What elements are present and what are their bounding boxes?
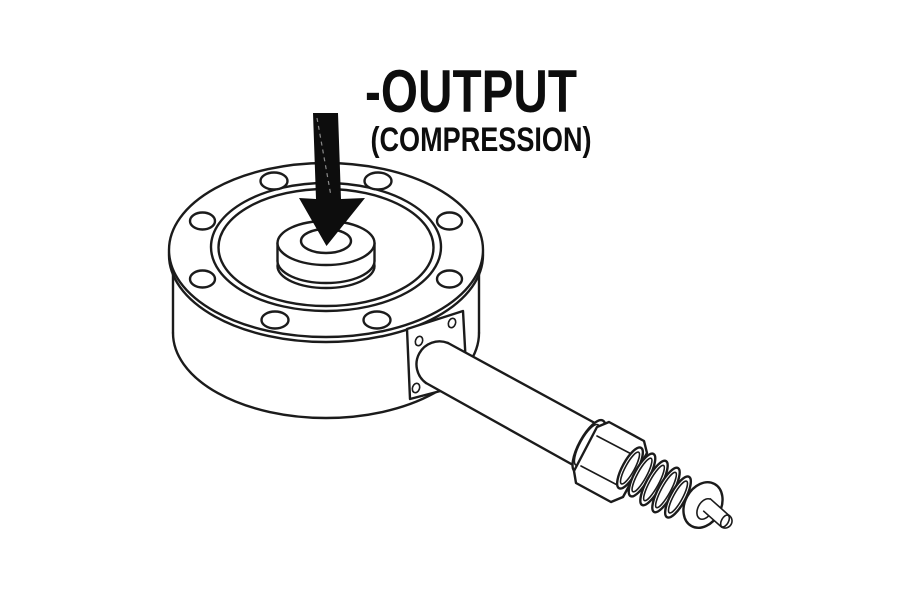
load-button-bottom-arc xyxy=(276,259,376,285)
spring-coil-inner xyxy=(631,457,653,493)
bolt-hole xyxy=(435,269,464,289)
cable-tip-end-face xyxy=(719,514,731,528)
plate-screw-hole xyxy=(414,335,424,347)
plate-screw-hole xyxy=(447,317,457,329)
output-label: -OUTPUT xyxy=(365,58,577,125)
arrow-hidden-line xyxy=(316,117,332,197)
bolt-hole xyxy=(259,171,289,191)
bolt-hole xyxy=(362,310,392,330)
strain-relief-spring xyxy=(615,446,693,519)
bolt-hole xyxy=(435,211,464,231)
cable-boot-end-cap xyxy=(415,340,450,385)
bolt-hole xyxy=(363,171,393,191)
cable-tip-fill xyxy=(703,498,733,529)
cable-boot-fill xyxy=(416,341,604,470)
plate-screw-hole xyxy=(411,382,421,394)
cable-boot-bottom-edge xyxy=(424,381,584,472)
flange-bolt-holes xyxy=(188,171,464,330)
compression-label: (COMPRESSION) xyxy=(371,121,592,159)
bolt-hole xyxy=(188,269,217,289)
annotation: -OUTPUT (COMPRESSION) xyxy=(299,58,592,246)
bolt-hole xyxy=(260,310,290,330)
cable-assembly xyxy=(415,340,733,529)
spring-coil-inner xyxy=(667,480,689,514)
spring-coil-inner xyxy=(642,464,666,502)
bolt-hole xyxy=(188,211,217,231)
spring-coil-inner xyxy=(619,451,641,485)
spring-coil-inner xyxy=(654,471,678,509)
cable-boot-top-edge xyxy=(446,341,606,430)
compression-arrow-icon xyxy=(299,113,365,246)
